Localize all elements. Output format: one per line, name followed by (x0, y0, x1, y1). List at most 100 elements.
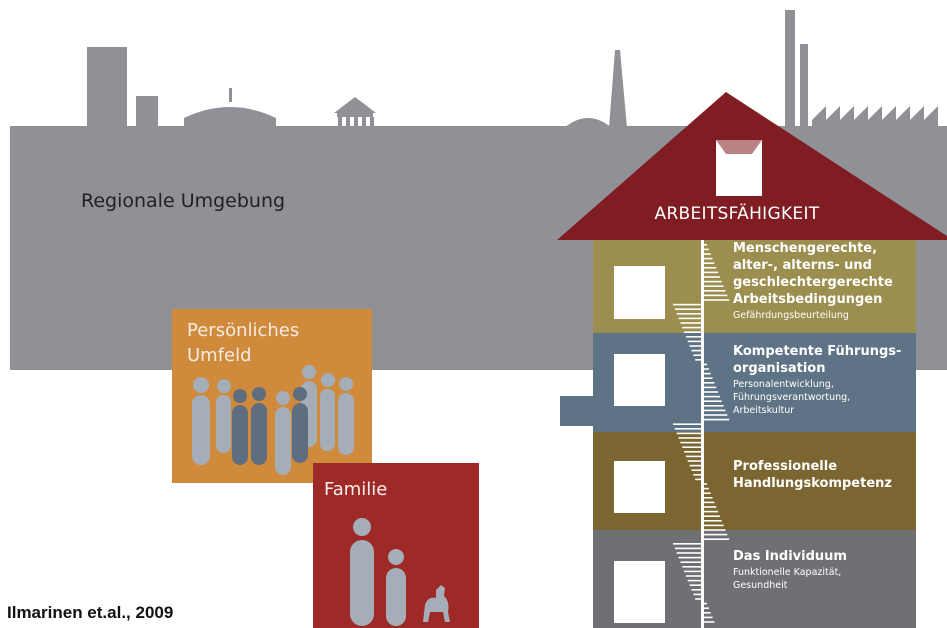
stair-step (703, 257, 713, 260)
floor-4-subtitle: Funktionelle Kapazität, Gesundheit (733, 567, 842, 591)
stair-step (703, 262, 715, 264)
stair-step (695, 598, 701, 600)
child-head (388, 549, 404, 565)
stair-step (703, 244, 707, 246)
stair-step (703, 405, 724, 407)
stair-step (703, 529, 726, 531)
stair-step (703, 506, 717, 508)
floor-2-title: Kompetente Führungs- organisation (733, 344, 902, 376)
stair-step (703, 409, 726, 412)
stair-step (703, 280, 722, 283)
person-body (320, 389, 335, 451)
floor-4-title: Das Individuum (733, 549, 847, 564)
adult-head (353, 518, 371, 536)
stair-step (703, 533, 728, 536)
stair-step (703, 377, 713, 379)
person-body (232, 405, 248, 465)
temple-column (362, 117, 366, 127)
stair-step (703, 248, 709, 251)
stair-step (689, 464, 701, 467)
stair-step (682, 446, 701, 448)
citation: Ilmarinen et.al., 2009 (7, 603, 174, 622)
stair-step (678, 437, 701, 439)
stair-step (703, 524, 724, 527)
stair-step (703, 372, 711, 375)
person-head (276, 391, 290, 405)
stair-step (689, 345, 701, 347)
stair-step (703, 253, 711, 255)
stair-step (673, 423, 701, 425)
temple-column (370, 117, 374, 127)
work-ability-title: ARBEITSFÄHIGKEIT (654, 204, 820, 224)
temple-column (354, 117, 358, 127)
stair-step (695, 359, 701, 361)
stair-step (691, 589, 701, 591)
stair-step (682, 326, 701, 329)
stair-step (703, 400, 722, 402)
stair-step (703, 487, 709, 490)
window-floor-3 (614, 461, 665, 513)
stair-step (680, 441, 701, 444)
stair-step (703, 602, 707, 605)
stair-step (678, 556, 701, 559)
person-head (233, 389, 247, 403)
stair-step (693, 474, 701, 476)
floor-4-text: Das Individuum Funktionelle Kapazität, G… (733, 548, 933, 592)
stair-step (703, 382, 715, 384)
stair-step (703, 520, 722, 522)
stair-step (674, 308, 701, 310)
personal-environment-title: Persönliches Umfeld (187, 320, 300, 366)
stair-step (673, 543, 701, 545)
stair-step (703, 621, 715, 623)
work-ability-house (557, 92, 947, 628)
stair-step (689, 584, 701, 586)
family-figures-icon (350, 518, 450, 626)
stair-step (703, 395, 720, 398)
stair-step (703, 483, 707, 485)
stair-step (703, 612, 711, 614)
stair-step (703, 497, 713, 499)
window-floor-4 (614, 561, 665, 623)
person-body (216, 395, 231, 453)
window-floor-1 (614, 266, 665, 319)
stair-step (685, 336, 701, 338)
stair-step (693, 593, 701, 596)
stair-step (703, 290, 726, 292)
stair-step (678, 317, 701, 320)
person-head (302, 365, 316, 379)
stair-step (703, 607, 709, 609)
stair-step (674, 428, 701, 430)
factory-sawtooth-roof (812, 106, 938, 130)
tall-chimney (785, 10, 795, 130)
stair-step (703, 271, 719, 274)
floor-2-subtitle: Personalentwicklung, Führungsverantwortu… (733, 379, 851, 416)
temple-column (346, 117, 350, 127)
stair-step (703, 267, 717, 269)
stair-step (680, 322, 701, 324)
stair-step (703, 363, 707, 366)
stair-step (676, 432, 701, 435)
stair-step (703, 510, 719, 513)
stair-step (703, 414, 728, 416)
stair-step (687, 340, 701, 343)
stair-step (703, 391, 719, 393)
stair-step (703, 492, 711, 494)
people-group-icon (192, 365, 354, 475)
roof-window-frame (716, 140, 762, 154)
stair-step (682, 566, 701, 568)
temple-architrave (337, 113, 373, 117)
person-head (321, 373, 335, 387)
person-body (251, 403, 267, 465)
stair-step (676, 313, 701, 315)
stair-step (703, 276, 720, 278)
person-body (292, 403, 308, 463)
chimney-short (800, 44, 808, 130)
adult-body (350, 540, 374, 626)
floor-1-subtitle: Gefährdungsbeurteilung (733, 310, 849, 321)
stair-step (703, 616, 713, 619)
dome-building (184, 107, 276, 128)
stair-step (674, 547, 701, 550)
stair-step (691, 469, 701, 471)
stair-step (693, 354, 701, 356)
staircase-spine (701, 240, 704, 628)
